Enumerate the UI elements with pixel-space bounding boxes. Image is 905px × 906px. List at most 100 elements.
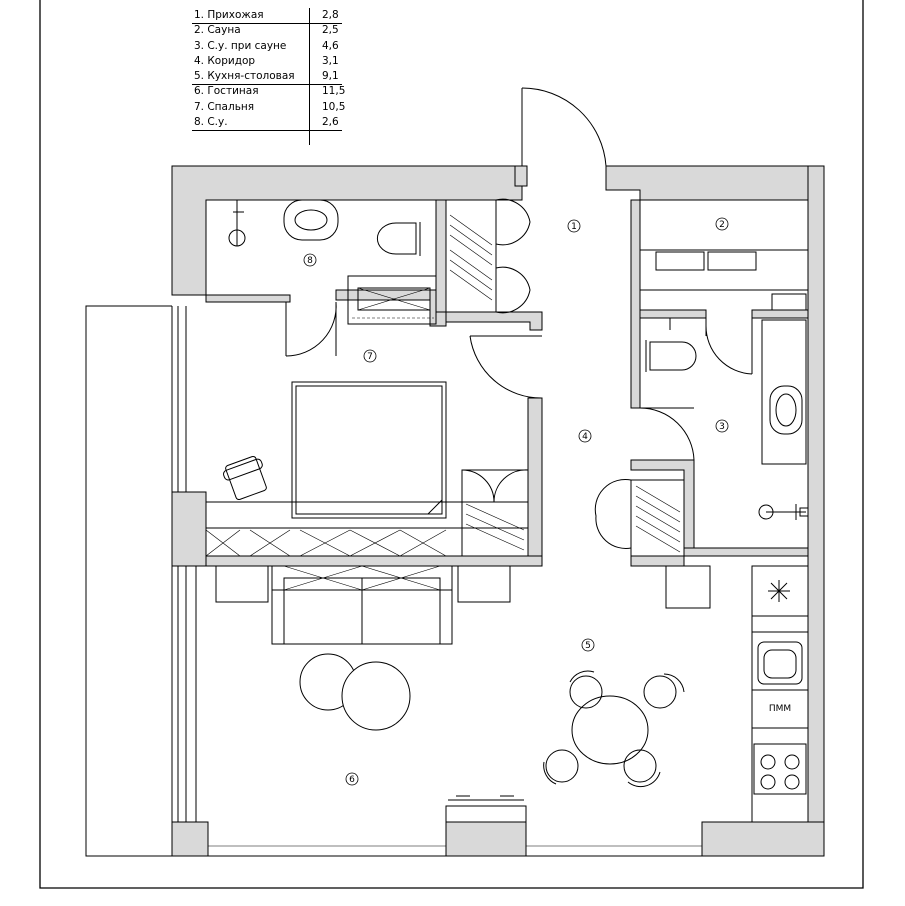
bed-blanket-corner — [426, 498, 443, 515]
dining-chair — [543, 749, 579, 785]
legend-room-name: 1. Прихожая — [194, 9, 264, 21]
bath-door-swing — [705, 325, 753, 375]
side-table — [215, 565, 269, 603]
cooktop — [753, 743, 807, 795]
wall-bottom-right — [701, 821, 825, 857]
legend-room-area: 2,5 — [322, 24, 339, 37]
room-marker: 5 — [581, 638, 595, 652]
bedroom-closet-door — [461, 469, 529, 503]
room-number: 1 — [571, 222, 577, 232]
bed-mattress — [295, 385, 443, 515]
bedroom-furniture — [205, 381, 529, 557]
legend-room-name: 3. С.у. при сауне — [194, 39, 287, 52]
sofa-seat — [283, 577, 363, 645]
kitchen-furniture — [543, 565, 809, 823]
room-markers: 1 2 3 4 5 6 7 8 — [303, 217, 729, 786]
legend-room-area: 3,1 — [322, 54, 339, 67]
burner — [784, 754, 800, 770]
wall-top-left — [171, 165, 523, 296]
dining-table — [571, 695, 649, 765]
living-furniture — [215, 565, 524, 801]
coffee-table — [341, 661, 411, 731]
closet-door-swing — [495, 198, 531, 246]
toilet-wc — [376, 222, 417, 255]
corridor-closet — [594, 478, 685, 557]
sink-bowl — [294, 209, 328, 231]
legend-row: 8. С.у.2,6 — [192, 115, 350, 130]
wall-left-pier — [171, 491, 207, 567]
sauna-heater — [655, 251, 705, 271]
area-legend: 1. Прихожая 2,8 2. Сауна 2,5 3. С.у. при с… — [192, 8, 350, 145]
bedroom-door-swing — [469, 335, 543, 399]
wardrobe-hatch — [205, 529, 447, 557]
sink-kitchen — [757, 641, 803, 685]
closet-hatch — [635, 485, 681, 553]
toilet-bath — [649, 341, 697, 371]
wall-sauna-bath — [639, 309, 707, 319]
wall-corridor-bottom — [630, 555, 685, 567]
wall-closet-left — [435, 199, 447, 313]
washer-cabinet — [347, 275, 437, 325]
dining-chair — [643, 673, 685, 709]
legend-room-area: 10,5 — [322, 100, 346, 113]
legend-room-area: 2,8 — [322, 9, 339, 21]
desk-chair — [223, 455, 267, 501]
corridor-bath-door-swing — [639, 407, 695, 461]
closet-hatch — [449, 214, 493, 301]
sauna-heater — [707, 251, 757, 271]
legend-separator — [192, 84, 342, 85]
legend-room-area: 2,6 — [322, 116, 339, 129]
wall-top-right — [605, 165, 825, 201]
legend-room-name: 2. Сауна — [194, 24, 241, 37]
hall-closet — [445, 198, 531, 314]
room-number: 6 — [349, 775, 355, 785]
room-number: 8 — [307, 256, 313, 266]
wall-window-sill — [445, 805, 527, 823]
washer-cabinet-inner — [357, 287, 431, 311]
wc-door-swing — [285, 301, 337, 357]
gas-valve-icon — [768, 580, 790, 602]
legend-row: 3. С.у. при сауне 4,6 — [192, 39, 350, 54]
bed — [291, 381, 447, 519]
room-marker: 7 — [363, 349, 377, 363]
room-marker: 2 — [715, 217, 729, 231]
closet-door-swing — [594, 478, 632, 549]
legend-room-area: 4,6 — [322, 39, 339, 52]
sofa-seat — [361, 577, 441, 645]
legend-divider — [309, 8, 310, 145]
room-number: 4 — [582, 432, 588, 442]
legend-row: 2. Сауна 2,5 — [192, 23, 350, 38]
doors — [285, 87, 753, 461]
wall-sauna-bath-2 — [751, 309, 809, 319]
legend-room-name: 6. Гостиная — [194, 85, 259, 98]
legend-row: 1. Прихожая 2,8 — [192, 8, 350, 23]
wc-fixtures — [228, 199, 437, 325]
bath-fixtures — [645, 318, 809, 520]
burner — [760, 774, 776, 790]
balcony — [85, 305, 702, 857]
wall-corridor-left — [527, 397, 543, 567]
wall-entry-stub — [445, 311, 543, 331]
wall-wc-bottom — [205, 294, 291, 303]
room-marker: 1 — [567, 219, 581, 233]
burner — [784, 774, 800, 790]
legend-separator — [192, 23, 342, 24]
legend-row: 5. Кухня-столовая 9,1 — [192, 69, 350, 84]
room-number: 3 — [719, 422, 725, 432]
sauna-fixtures — [639, 199, 809, 311]
legend-room-name: 5. Кухня-столовая — [194, 70, 295, 83]
fridge — [665, 565, 711, 609]
wall-bath-bottom — [683, 547, 809, 557]
room-marker: 8 — [303, 253, 317, 267]
legend-separator — [192, 130, 342, 131]
room-number: 7 — [367, 352, 373, 362]
closet-door-swing — [495, 266, 531, 314]
kitchen-counter — [751, 565, 809, 823]
legend-room-area: 9,1 — [322, 70, 339, 83]
room-number: 5 — [585, 641, 591, 651]
wall-right-outer — [807, 165, 825, 857]
wall-corridor-right — [630, 199, 641, 409]
